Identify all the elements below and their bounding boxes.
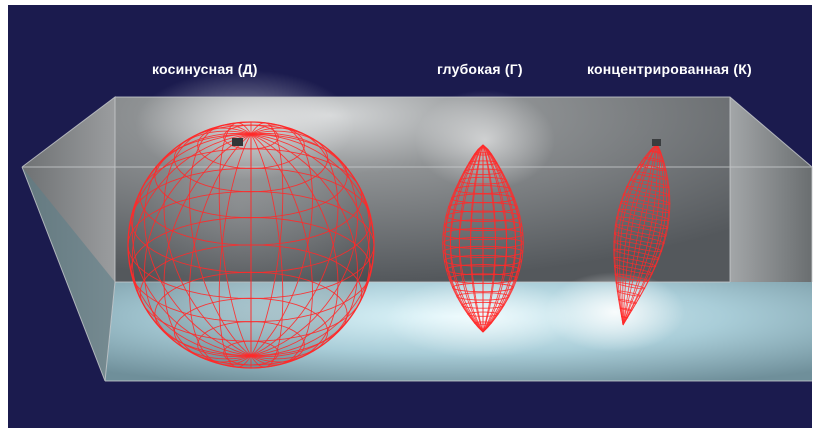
room-edges [21, 95, 813, 382]
room-right-wall [730, 97, 812, 282]
deep-distribution-drop [442, 144, 524, 333]
label-concentrated: концентрированная (К) [587, 61, 752, 77]
label-cosine: косинусная (Д) [152, 61, 258, 77]
label-deep: глубокая (Г) [437, 61, 523, 77]
ceiling-glow-deep [415, 90, 555, 190]
luminaire-concentrated [652, 139, 661, 146]
luminaire-cosine [232, 138, 243, 146]
floor-spot-concentrated [545, 272, 685, 352]
cosine-distribution-sphere [127, 121, 375, 369]
room-floor-left [22, 167, 115, 381]
concentrated-distribution-spindle [613, 143, 671, 326]
